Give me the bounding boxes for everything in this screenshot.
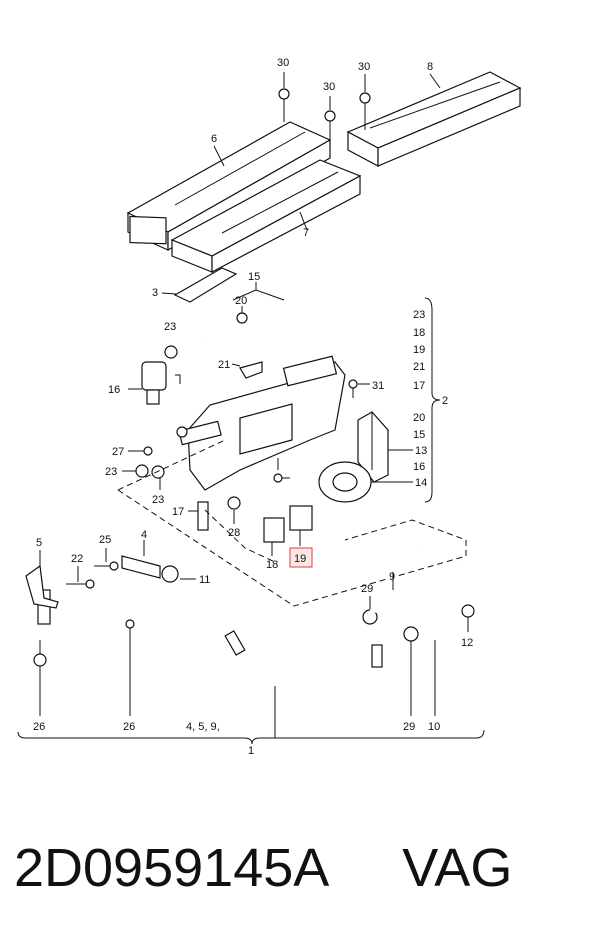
bracket-2-item: 19 — [413, 344, 425, 356]
rail-part-8 — [346, 71, 522, 167]
part-number: 2D0959145A — [14, 838, 330, 898]
hose-part-9 — [369, 544, 420, 614]
clamp-20 — [236, 312, 248, 324]
rail-part-7 — [170, 159, 362, 273]
relay-part-18 — [263, 517, 285, 556]
clamp-part-29-lower — [403, 626, 419, 716]
blower-motor-part-14 — [318, 461, 413, 503]
bracket-part-5 — [25, 550, 59, 609]
bracket-group-1 — [17, 686, 485, 745]
screw-30-b — [324, 96, 336, 145]
bracket-2-item: 16 — [413, 461, 425, 473]
callout-30: 30 — [358, 61, 370, 73]
callout-labels: 30 30 30 8 6 7 3 15 20 23 21 16 31 27 23… — [33, 57, 473, 757]
bolt-part-26-left — [33, 640, 47, 716]
callout-12: 12 — [461, 637, 473, 649]
hose-part-10 — [419, 561, 460, 716]
callout-28: 28 — [228, 527, 240, 539]
reservoir-tank — [176, 355, 346, 491]
brand-name: VAG — [402, 838, 513, 898]
pipe-assembly-part-1 — [17, 588, 400, 708]
valve-part-16 — [128, 345, 181, 405]
callout-5: 5 — [36, 537, 42, 549]
callout-30: 30 — [323, 81, 335, 93]
callout-6: 6 — [211, 133, 217, 145]
cap-part-28 — [227, 496, 241, 510]
screw-part-31 — [348, 379, 370, 398]
callout-29: 29 — [403, 721, 415, 733]
callout-15: 15 — [248, 271, 260, 283]
callout-23: 23 — [164, 321, 176, 333]
plate-part-4 — [121, 540, 161, 579]
bracket-2-item: 17 — [413, 380, 425, 392]
callout-26: 26 — [123, 721, 135, 733]
clamp-part-12 — [461, 604, 475, 632]
bracket-group-2 — [424, 297, 441, 503]
relay-part-19 — [289, 505, 313, 546]
clamp-part-23-lower — [151, 465, 165, 479]
screw-part-25 — [94, 548, 119, 571]
hose-part-15 — [204, 282, 287, 346]
part-17 — [188, 501, 209, 531]
callout-16: 16 — [108, 384, 120, 396]
callout-13: 13 — [415, 445, 427, 457]
gasket-part-3 — [161, 267, 238, 303]
callout-4: 4 — [141, 529, 147, 541]
callout-8: 8 — [427, 61, 433, 73]
screw-part-22 — [66, 566, 95, 589]
exploded-parts-diagram: 30 30 30 8 6 7 3 15 20 23 21 16 31 27 23… — [17, 57, 522, 757]
callout-19: 19 — [294, 553, 306, 565]
callout-27: 27 — [112, 446, 124, 458]
callout-26: 26 — [33, 721, 45, 733]
callout-1: 1 — [248, 745, 254, 757]
callout-23: 23 — [152, 494, 164, 506]
screw-30-c — [359, 74, 371, 130]
callout-9: 9 — [389, 571, 395, 583]
bracket-2-item: 18 — [413, 327, 425, 339]
callout-22: 22 — [71, 553, 83, 565]
callout-30: 30 — [277, 57, 289, 69]
callout-14: 14 — [415, 477, 427, 489]
callout-17: 17 — [172, 506, 184, 518]
clip-part-11 — [161, 565, 196, 583]
callout-18: 18 — [266, 559, 278, 571]
bracket-2-item: 23 — [413, 309, 425, 321]
callout-7: 7 — [303, 227, 309, 239]
highlighted-part-19: 19 — [289, 547, 313, 568]
screw-part-27 — [143, 446, 153, 456]
bracket-2-item: 21 — [413, 361, 425, 373]
callout-25: 25 — [99, 534, 111, 546]
callout-29: 29 — [361, 583, 373, 595]
clamp-part-23-left — [135, 464, 149, 478]
callout-31: 31 — [372, 380, 384, 392]
callout-21: 21 — [218, 359, 230, 371]
callout-20: 20 — [235, 295, 247, 307]
heater-core-part-13 — [357, 411, 413, 483]
callout-3: 3 — [152, 287, 158, 299]
part-caption: 2D0959145A VAG — [14, 828, 594, 908]
bracket-2-item: 20 — [413, 412, 425, 424]
bracket-2-item: 15 — [413, 429, 425, 441]
callout-11: 11 — [199, 574, 210, 586]
callout-10: 10 — [428, 721, 440, 733]
bracket-part-21 — [231, 361, 263, 379]
callout-2: 2 — [442, 395, 448, 407]
highlight-box — [289, 547, 313, 568]
bolt-part-26-middle — [125, 619, 135, 716]
bracket-1-items: 4, 5, 9, — [186, 721, 220, 733]
callout-23: 23 — [105, 466, 117, 478]
screw-30-a — [278, 72, 290, 122]
